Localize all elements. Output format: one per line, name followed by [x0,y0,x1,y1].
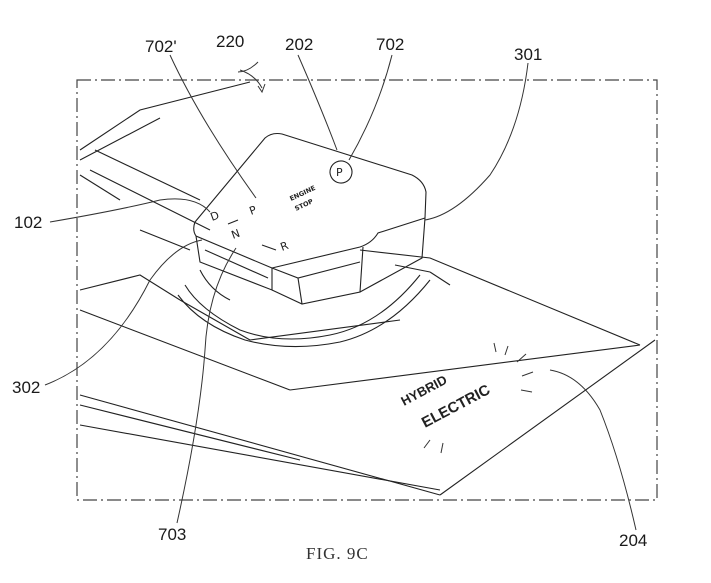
engine-stop-button[interactable] [326,157,355,186]
gear-p: P [248,203,259,218]
view-frame [76,79,658,501]
leader-lines [44,54,637,531]
arrow-220 [239,69,263,89]
ref-202: 202 [285,35,313,54]
console-body [79,81,656,496]
display-hybrid: HYBRID [398,372,449,409]
figure-caption: FIG. 9C [306,544,369,563]
button-p-label: P [336,166,343,179]
ref-302: 302 [12,378,40,397]
ref-301: 301 [514,45,542,64]
gear-n: N [230,227,242,242]
gear-r: R [279,239,291,254]
ref-702: 702 [376,35,404,54]
gear-d: D [209,209,221,224]
ref-702-prime: 702' [145,37,177,56]
ref-703: 703 [158,525,186,544]
mode-display: HYBRID ELECTRIC [398,342,534,454]
ref-102: 102 [14,213,42,232]
knob-recess [177,269,431,348]
engine-label: ENGINE [288,184,316,203]
ref-220: 220 [216,32,244,51]
ref-204: 204 [619,531,647,550]
